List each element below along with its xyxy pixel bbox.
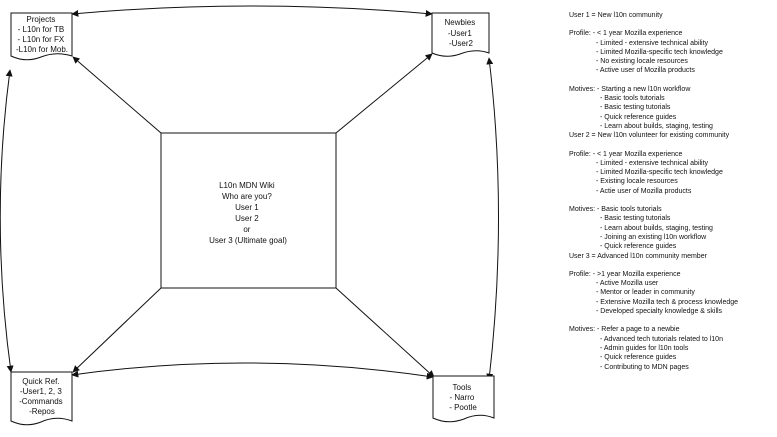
notes-user1-motives: Motives: - Starting a new l10n workflow … (569, 85, 774, 141)
quickref-item: -Repos (29, 407, 55, 416)
notes-user3-motives: Motives: - Refer a page to a newbie - Ad… (569, 325, 774, 371)
newbies-item: -User2 (449, 39, 474, 48)
connector-projects-newbies (71, 5, 433, 17)
note-line: - Contributing to MDN pages (600, 363, 689, 371)
note-line: - Active Mozilla user (596, 280, 659, 288)
projects-item: - L10n for TB (18, 25, 65, 34)
note-line: - Advanced tech tutorials related to l10… (600, 335, 723, 343)
notes-user3-profile: Profile: - >1 year Mozilla experience - … (569, 270, 774, 316)
note-line: Profile: - >1 year Mozilla experience (569, 270, 681, 278)
note-line: User 1 = New l10n community (569, 12, 663, 19)
note-line: - Active user of Mozilla products (596, 67, 695, 75)
center-line: User 2 (235, 214, 259, 223)
connector-newbies-tools (486, 57, 499, 381)
center-line: or (243, 225, 250, 234)
note-line: Profile: - < 1 year Mozilla experience (569, 30, 683, 38)
note-line: - No existing locale resources (596, 58, 688, 66)
quickref-item: -User1, 2, 3 (20, 387, 62, 396)
tools-node: Tools - Narro - Pootle (432, 375, 495, 423)
note-line: Profile: - < 1 year Mozilla experience (569, 150, 683, 158)
center-line: User 1 (235, 203, 259, 212)
note-line: - Quick reference guides (600, 354, 677, 362)
notes-user2-motives: Motives: - Basic tools tutorials - Basic… (569, 205, 774, 261)
note-line: User 3 = Advanced l10n community member (569, 252, 707, 260)
note-line: - Developed specialty knowledge & skills (596, 308, 723, 316)
note-line: User 2 = New l10n volunteer for existing… (569, 132, 730, 140)
note-line: - Learn about builds, staging, testing (600, 224, 713, 232)
projects-item: - L10n for FX (18, 35, 65, 44)
tools-item: - Pootle (449, 403, 477, 412)
note-line: - Learn about builds, staging, testing (600, 122, 713, 130)
projects-item: -L10n for Mob. (16, 45, 68, 54)
newbies-title: Newbies (445, 18, 476, 27)
quickref-item: -Commands (19, 397, 63, 406)
connector-center-projects (72, 56, 162, 134)
center-line: Who are you? (222, 192, 272, 201)
persona-notes: User 1 = New l10n community Profile: - <… (569, 11, 774, 372)
note-line: - Quick reference guides (600, 243, 677, 251)
newbies-item: -User1 (448, 29, 473, 38)
quickref-node: Quick Ref. -User1, 2, 3 -Commands -Repos (10, 371, 73, 426)
tools-item: - Narro (449, 393, 474, 402)
note-line: - Quick reference guides (600, 113, 677, 121)
note-line: - Limited Mozilla-specific tech knowledg… (596, 169, 723, 177)
svg-text:Quick Ref. -User1, 2, 3: Quick Ref. -User1, 2, 3 -Commands -Repos (19, 377, 65, 416)
notes-user2-profile: Profile: - < 1 year Mozilla experience -… (569, 150, 774, 196)
note-line: - Actie user of Mozilla products (596, 187, 692, 195)
note-line: - Basic testing tutorials (600, 215, 671, 223)
svg-text:Tools - Narro - Po: Tools - Narro - Pootle (449, 383, 477, 412)
diagram-canvas: L10n MDN Wiki Who are you? User 1 User 2… (0, 5, 499, 426)
note-line: Motives: - Refer a page to a newbie (569, 326, 680, 334)
connector-center-quickref (72, 287, 162, 373)
projects-node: Projects - L10n for TB - L10n for FX -L1… (10, 12, 73, 61)
note-line: - Basic tools tutorials (600, 95, 665, 103)
note-line: - Admin guides for l10n tools (600, 344, 689, 352)
connector-projects-quickref (0, 69, 14, 373)
projects-title: Projects (26, 15, 55, 24)
note-line: - Limited - extensive technical ability (596, 159, 709, 167)
note-line: - Mentor or leader in community (596, 289, 695, 297)
connector-center-tools (335, 287, 435, 378)
svg-text:Projects - L10n for TB: Projects - L10n for TB - L10n for FX -L1… (16, 15, 68, 54)
quickref-title: Quick Ref. (22, 377, 59, 386)
newbies-node: Newbies -User1 -User2 (431, 12, 490, 57)
center-node: L10n MDN Wiki Who are you? User 1 User 2… (160, 132, 337, 289)
note-line: Motives: - Basic tools tutorials (569, 206, 662, 214)
notes-user1-profile: Profile: - < 1 year Mozilla experience -… (569, 29, 774, 75)
note-line: - Limited Mozilla-specific tech knowledg… (596, 48, 723, 56)
connector-center-newbies (335, 53, 433, 134)
note-line: - Basic testing tutorials (600, 104, 671, 112)
note-line: - Limited - extensive technical ability (596, 39, 709, 47)
notes-user1-heading: User 1 = New l10n community (569, 11, 774, 20)
svg-text:L10n MDN Wiki Who are yo: L10n MDN Wiki Who are you? User 1 User 2… (209, 181, 287, 245)
center-line: User 3 (Ultimate goal) (209, 236, 287, 245)
tools-title: Tools (453, 383, 472, 392)
center-line: L10n MDN Wiki (219, 181, 275, 190)
svg-text:Newbies -User1 -Us: Newbies -User1 -User2 (445, 18, 478, 48)
connector-quickref-tools (71, 362, 434, 380)
note-line: - Existing locale resources (596, 178, 678, 186)
note-line: Motives: - Starting a new l10n workflow (569, 85, 691, 93)
note-line: - Joining an existing l10n workflow (600, 233, 707, 241)
note-line: - Extensive Mozilla tech & process knowl… (596, 298, 739, 306)
